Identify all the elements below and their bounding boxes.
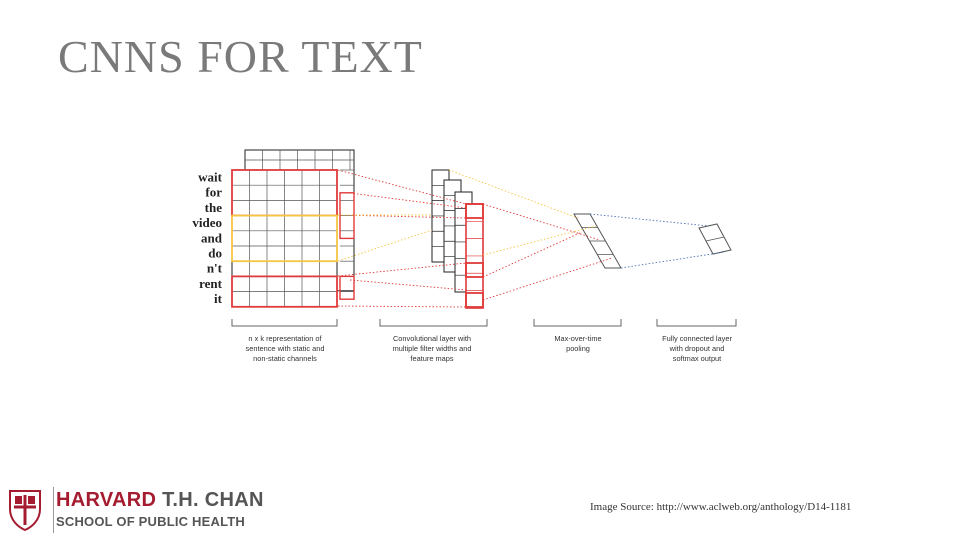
logo-harvard: HARVARD xyxy=(56,489,157,511)
section-brackets xyxy=(231,319,737,327)
section-caption-line: softmax output xyxy=(673,354,721,363)
section-caption-line: with dropout and xyxy=(669,344,725,353)
sentence-word: the xyxy=(205,200,223,215)
section-caption-line: feature maps xyxy=(410,354,453,363)
harvard-shield-icon xyxy=(9,490,41,531)
sentence-word: for xyxy=(205,185,222,200)
logo-chan: T.H. CHAN xyxy=(162,489,264,511)
output-cell xyxy=(705,236,725,242)
section-caption-line: Convolutional layer with xyxy=(393,334,471,343)
section-caption-line: sentence with static and xyxy=(246,344,325,353)
connection-line xyxy=(337,169,467,205)
section-bracket xyxy=(231,319,338,327)
sentence-word: rent xyxy=(199,276,223,291)
max-pool-vector xyxy=(573,213,622,269)
back-filter-window-red xyxy=(339,192,355,240)
feature-cell-red xyxy=(465,262,484,278)
sentence-word: wait xyxy=(198,170,223,185)
logo-line-1: HARVARD T.H. CHAN xyxy=(56,489,264,512)
image-source-credit: Image Source: http://www.aclweb.org/anth… xyxy=(590,501,852,513)
connection-line xyxy=(337,229,433,262)
slide-title: CNNS FOR TEXT xyxy=(58,31,423,82)
connection-lines xyxy=(337,169,726,308)
feature-cell-red xyxy=(465,203,484,219)
connection-line xyxy=(589,213,710,227)
sentence-word: and xyxy=(201,230,223,245)
conv-feature-maps xyxy=(431,169,484,309)
section-caption-line: pooling xyxy=(566,344,590,353)
section-bracket xyxy=(379,319,488,327)
connection-line xyxy=(337,305,467,308)
word-matrix xyxy=(231,149,355,308)
connection-line xyxy=(349,279,467,291)
harvard-chan-logo: HARVARD T.H. CHAN SCHOOL OF PUBLIC HEALT… xyxy=(8,487,278,535)
connection-line xyxy=(482,257,613,301)
logo-divider xyxy=(53,487,54,533)
connection-line xyxy=(482,203,601,241)
sentence-word: n't xyxy=(207,261,223,276)
filter-window-red-bottom xyxy=(231,275,338,308)
back-filter-window-red xyxy=(339,275,355,300)
logo-line-2: SCHOOL OF PUBLIC HEALTH xyxy=(56,514,246,529)
connection-line xyxy=(337,214,467,219)
connection-line xyxy=(482,225,597,256)
section-caption-line: n x k representation of xyxy=(248,334,322,343)
sentence-word: it xyxy=(214,291,223,306)
section-caption-line: Fully connected layer xyxy=(662,334,732,343)
connection-line xyxy=(620,251,726,269)
section-caption-line: Max-over-time xyxy=(554,334,601,343)
connection-line xyxy=(482,231,583,278)
filter-window-yellow xyxy=(231,214,338,263)
section-caption-line: multiple filter widths and xyxy=(393,344,472,353)
fully-connected-vector xyxy=(698,223,732,255)
section-bracket xyxy=(533,319,622,327)
sentence-word: do xyxy=(208,246,222,261)
connection-line xyxy=(337,262,467,277)
sentence-word: video xyxy=(192,215,222,230)
section-caption-line: non-static channels xyxy=(253,354,317,363)
section-bracket xyxy=(656,319,737,327)
